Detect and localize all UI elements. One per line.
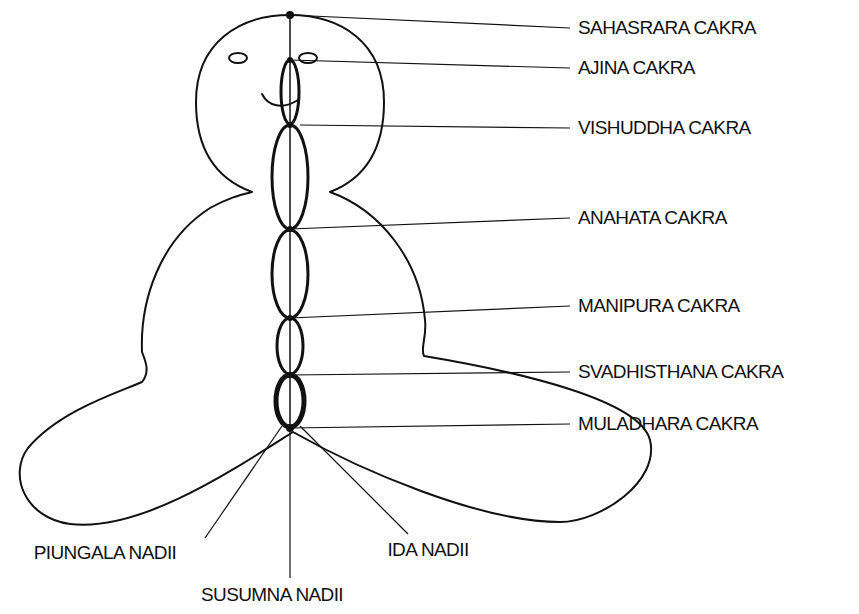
chakra-label: AJINA CAKRA [578, 58, 695, 79]
leader-line [290, 218, 570, 229]
leader-line [289, 430, 290, 578]
chakra-dot [287, 122, 293, 128]
nadi-loop [276, 375, 304, 427]
nadi-loop [281, 60, 299, 124]
right-eye [299, 53, 317, 63]
leader-line [205, 426, 282, 538]
chakra-label: ANAHATA CAKRA [578, 208, 727, 229]
nadi-loop [277, 318, 303, 374]
chakra-label: SAHASRARA CAKRA [578, 18, 756, 39]
nadi-label: SUSUMNA NADII [201, 585, 343, 606]
leader-line [290, 424, 570, 428]
leader-line [290, 15, 570, 28]
nadi-label: PIUNGALA NADII [34, 543, 177, 564]
chakra-label: MULADHARA CAKRA [578, 414, 758, 435]
chakra-label: SVADHISTHANA CAKRA [578, 362, 783, 383]
leader-line [290, 372, 570, 375]
nadi-channels [272, 15, 308, 430]
nadi-label: IDA NADII [387, 540, 468, 561]
nadi-loop [272, 125, 308, 229]
leader-lines [205, 15, 570, 578]
chakra-label: VISHUDDHA CAKRA [578, 118, 751, 139]
leader-line [290, 306, 570, 318]
body-outline [20, 15, 651, 525]
leader-line [300, 426, 408, 534]
nadi-loop [272, 230, 308, 318]
chakra-points [286, 11, 294, 432]
chakra-label: MANIPURA CAKRA [578, 296, 740, 317]
leader-line [290, 60, 570, 68]
left-eye [229, 53, 247, 63]
leader-line [300, 125, 570, 128]
central-channel [289, 15, 291, 430]
